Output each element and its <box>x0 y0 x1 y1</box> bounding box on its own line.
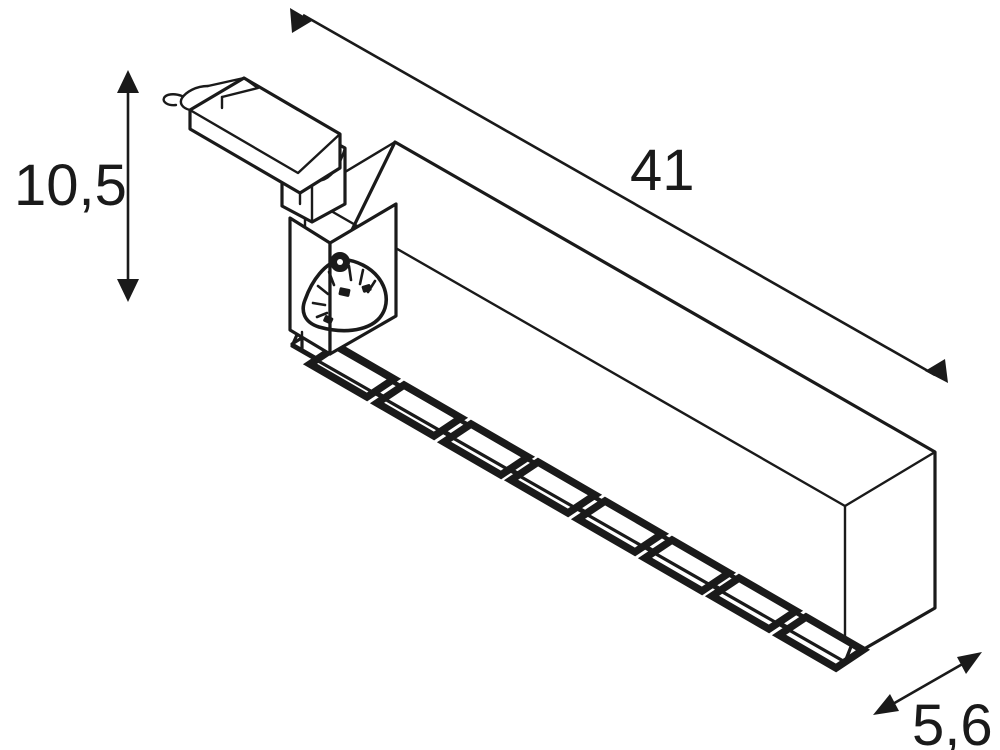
depth-arrow-lower-icon <box>873 694 899 715</box>
dial-tick-1 <box>347 264 353 282</box>
housing-top-ridge <box>393 140 937 454</box>
dial-arc <box>301 257 388 333</box>
track-adapter <box>162 76 342 206</box>
dimension-depth: 5,6 <box>873 652 993 750</box>
led-cell-4 <box>503 457 603 518</box>
depth-dimension-line <box>890 660 967 707</box>
height-dimension-label: 10,5 <box>14 153 127 218</box>
led-cell-2 <box>369 380 469 441</box>
length-dimension-label: 41 <box>630 138 695 203</box>
adapter-body <box>188 76 342 195</box>
led-cell-1 <box>302 341 402 402</box>
dial-pivot-bore <box>337 259 343 265</box>
depth-arrow-upper-icon <box>957 652 982 674</box>
adapter-nose-curve <box>179 84 210 112</box>
adapter-release-tab <box>162 93 184 107</box>
dial-tick-6 <box>311 301 327 307</box>
dial-index-mark-a <box>338 287 351 297</box>
grill-rim <box>290 326 854 664</box>
dial-tick-7 <box>315 311 329 319</box>
dial-tick-4 <box>327 270 336 287</box>
length-arrow-upper-icon <box>290 8 312 33</box>
adapter-ridge <box>242 76 300 112</box>
dimension-height: 10,5 <box>14 70 139 302</box>
dimension-length: 41 <box>290 8 948 383</box>
led-cell-grill <box>290 326 871 673</box>
length-dimension-line <box>302 13 936 377</box>
depth-dimension-label: 5,6 <box>912 693 993 750</box>
adapter-top-fold <box>188 108 342 175</box>
dial-index-mark-b <box>361 283 372 293</box>
dial-tick-2 <box>358 268 365 286</box>
length-arrow-lower-icon <box>925 359 948 383</box>
height-arrow-up-icon <box>117 70 139 93</box>
angle-scale-dial <box>301 252 388 333</box>
bracket-top-opening <box>288 202 398 245</box>
dial-index-mark-c <box>323 315 334 325</box>
dial-tick-5 <box>316 284 330 296</box>
led-cells-group <box>302 341 871 673</box>
height-arrow-down-icon <box>117 279 139 302</box>
